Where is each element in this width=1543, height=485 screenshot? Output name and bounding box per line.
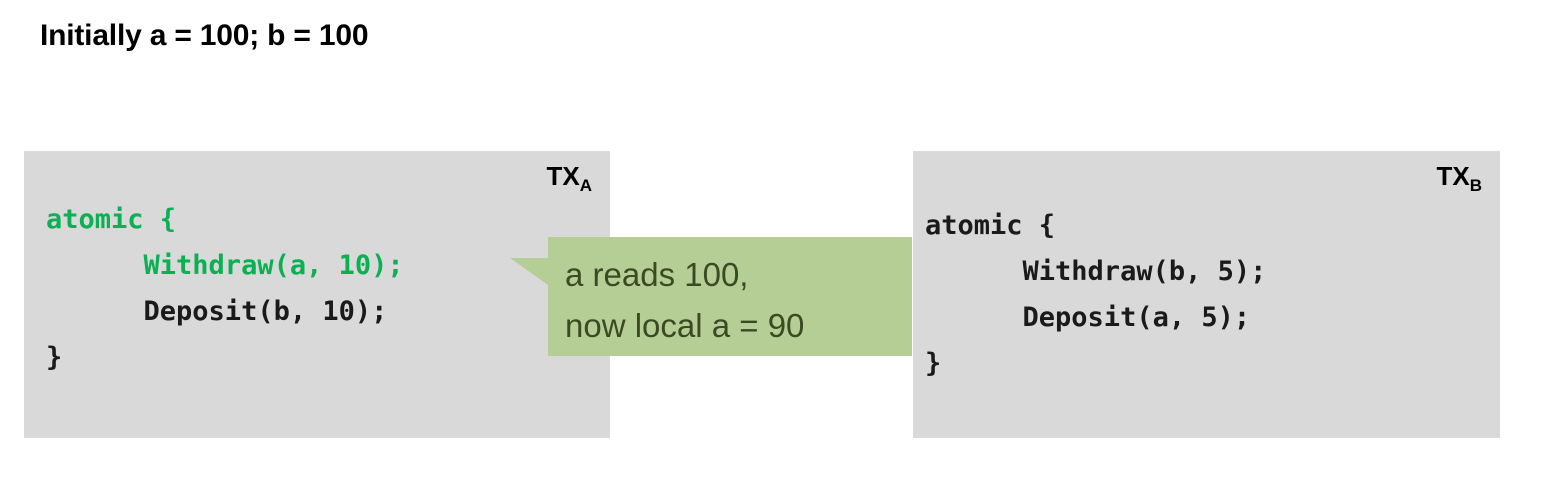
tx-b-code-line-4: } bbox=[925, 348, 942, 379]
tx-a-label-subscript: A bbox=[579, 176, 592, 196]
page-title: Initially a = 100; b = 100 bbox=[40, 19, 369, 52]
tx-a-label-base: TX bbox=[546, 161, 580, 191]
tx-b-label-subscript: B bbox=[1469, 176, 1482, 196]
tx-a-code-line-4: } bbox=[46, 342, 63, 373]
callout-text: a reads 100, now local a = 90 bbox=[565, 249, 905, 351]
tx-a-code-block: atomic { Withdraw(a, 10); Deposit(b, 10)… bbox=[46, 197, 404, 381]
tx-a-code-line-2: Withdraw(a, 10); bbox=[46, 250, 404, 281]
tx-a-code-line-1: atomic { bbox=[46, 204, 177, 235]
transaction-box-tx-b: TXB atomic { Withdraw(b, 5); Deposit(a, … bbox=[913, 151, 1500, 438]
transaction-box-tx-a: TXA atomic { Withdraw(a, 10); Deposit(b,… bbox=[24, 151, 610, 438]
tx-b-code-line-1: atomic { bbox=[925, 210, 1056, 241]
tx-b-code-line-3: Deposit(a, 5); bbox=[925, 302, 1251, 333]
callout-line-2: now local a = 90 bbox=[565, 307, 805, 344]
callout-tail-icon bbox=[510, 258, 548, 285]
callout-line-1: a reads 100, bbox=[565, 256, 749, 293]
tx-b-label: TXB bbox=[1436, 163, 1482, 194]
tx-a-code-line-3: Deposit(b, 10); bbox=[46, 296, 388, 327]
tx-b-code-line-2: Withdraw(b, 5); bbox=[925, 256, 1267, 287]
tx-b-label-base: TX bbox=[1436, 161, 1470, 191]
tx-a-label: TXA bbox=[546, 163, 592, 194]
annotation-callout: a reads 100, now local a = 90 bbox=[510, 237, 912, 356]
tx-b-code-block: atomic { Withdraw(b, 5); Deposit(a, 5);} bbox=[925, 203, 1266, 387]
